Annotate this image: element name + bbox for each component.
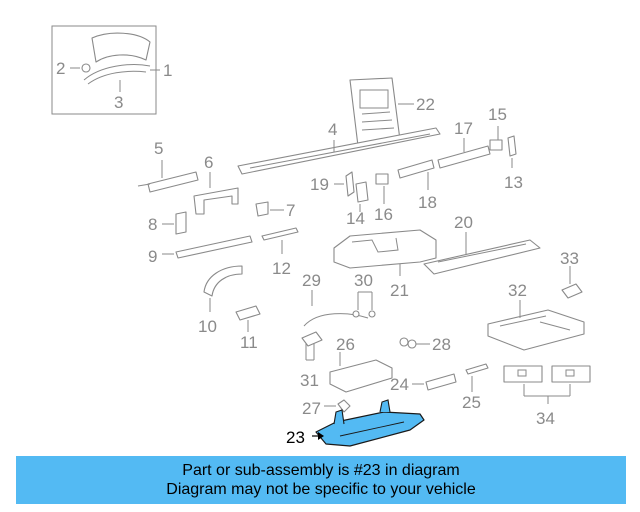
callout-16: 16	[374, 205, 393, 224]
callout-22: 22	[416, 95, 435, 114]
part-29	[303, 290, 369, 327]
part-12	[261, 227, 299, 254]
part-28	[399, 337, 430, 349]
callout-12: 12	[272, 259, 291, 278]
callout-1: 1	[163, 61, 172, 80]
callout-8: 8	[148, 215, 157, 234]
part-5	[137, 160, 199, 193]
callout-2: 2	[56, 59, 65, 78]
callout-13: 13	[504, 173, 523, 192]
part-22	[349, 77, 414, 147]
part-15	[489, 126, 503, 151]
callout-24: 24	[390, 375, 409, 394]
callout-9: 9	[148, 247, 157, 266]
part-34	[503, 365, 591, 404]
part-21	[333, 229, 437, 276]
part-26	[329, 352, 393, 393]
part-8	[162, 211, 187, 235]
callout-11: 11	[240, 333, 258, 352]
callout-29: 29	[302, 271, 321, 290]
part-32	[487, 300, 585, 351]
part-23-highlighted	[312, 399, 425, 447]
info-banner: Part or sub-assembly is #23 in diagram D…	[16, 456, 626, 504]
part-11	[235, 305, 261, 332]
part-24	[412, 373, 457, 391]
inset-box	[51, 25, 160, 115]
callout-33: 33	[560, 249, 579, 268]
part-13	[507, 135, 517, 168]
callout-23: 23	[286, 428, 305, 447]
callout-14: 14	[346, 209, 365, 228]
part-25	[465, 363, 489, 392]
part-7	[255, 201, 284, 217]
callout-5: 5	[154, 139, 163, 158]
callout-30: 30	[354, 271, 373, 290]
callout-21: 21	[390, 281, 409, 300]
callout-4: 4	[328, 120, 337, 139]
part-14	[355, 181, 369, 212]
callout-15: 15	[488, 105, 507, 124]
part-33	[561, 266, 583, 299]
callout-6: 6	[204, 153, 213, 172]
part-17	[437, 138, 491, 169]
callout-20: 20	[454, 213, 473, 232]
callout-19: 19	[310, 175, 329, 194]
callout-18: 18	[418, 193, 437, 212]
part-18	[397, 159, 435, 190]
part-4	[237, 127, 441, 175]
part-31	[301, 331, 323, 361]
callout-28: 28	[432, 335, 451, 354]
part-20	[423, 232, 541, 275]
callout-26: 26	[336, 335, 355, 354]
callout-17: 17	[454, 119, 473, 138]
part-19	[334, 171, 355, 197]
callout-3: 3	[114, 93, 123, 112]
callout-34: 34	[536, 409, 555, 428]
callout-32: 32	[508, 281, 527, 300]
callout-31: 31	[300, 371, 319, 390]
part-10	[203, 265, 243, 312]
banner-line-2: Diagram may not be specific to your vehi…	[166, 481, 476, 498]
parts-diagram: 2 1 3 22 4 17 15 13 5 6	[51, 25, 591, 447]
banner-line-1: Part or sub-assembly is #23 in diagram	[182, 462, 460, 479]
callout-10: 10	[198, 317, 217, 336]
part-30	[352, 291, 376, 318]
part-9	[162, 235, 253, 259]
callout-27: 27	[302, 399, 321, 418]
callout-7: 7	[286, 201, 295, 220]
part-6	[193, 172, 239, 215]
callout-25: 25	[462, 393, 481, 412]
part-27	[324, 399, 351, 413]
part-16	[375, 173, 389, 204]
